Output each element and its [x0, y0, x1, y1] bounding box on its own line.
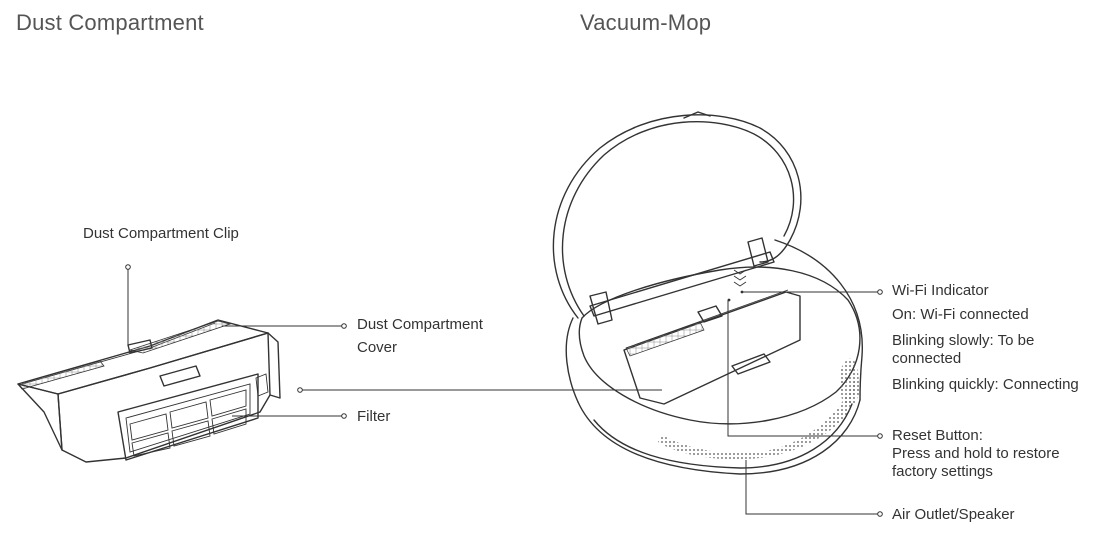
dust-compartment-illustration — [17, 319, 281, 463]
wifi-slow-description-line1: Blinking slowly: To be — [892, 332, 1035, 349]
wifi-slow-description-line2: connected — [892, 350, 962, 367]
dust-compartment-cover-label-line1: Dust Compartment — [357, 316, 483, 333]
dust-compartment-title: Dust Compartment — [16, 10, 204, 35]
reset-description-line2: factory settings — [892, 463, 993, 480]
vacuum-mop-illustration — [552, 111, 863, 475]
wifi-indicator-label: Wi-Fi Indicator — [892, 282, 989, 299]
vacuum-mop-title: Vacuum-Mop — [580, 10, 712, 35]
dust-compartment-cover-label-line2: Cover — [357, 339, 398, 356]
wifi-on-description: On: Wi-Fi connected — [892, 306, 1029, 323]
reset-button-label: Reset Button: — [892, 427, 983, 444]
dust-compartment-clip-label: Dust Compartment Clip — [83, 225, 239, 242]
filter-label: Filter — [357, 408, 391, 425]
wifi-quick-description: Blinking quickly: Connecting — [892, 376, 1079, 393]
vacuum-leaders — [727, 289, 883, 517]
air-outlet-speaker-label: Air Outlet/Speaker — [892, 506, 1015, 523]
dust-leaders — [125, 264, 662, 419]
reset-description-line1: Press and hold to restore — [892, 445, 1060, 462]
